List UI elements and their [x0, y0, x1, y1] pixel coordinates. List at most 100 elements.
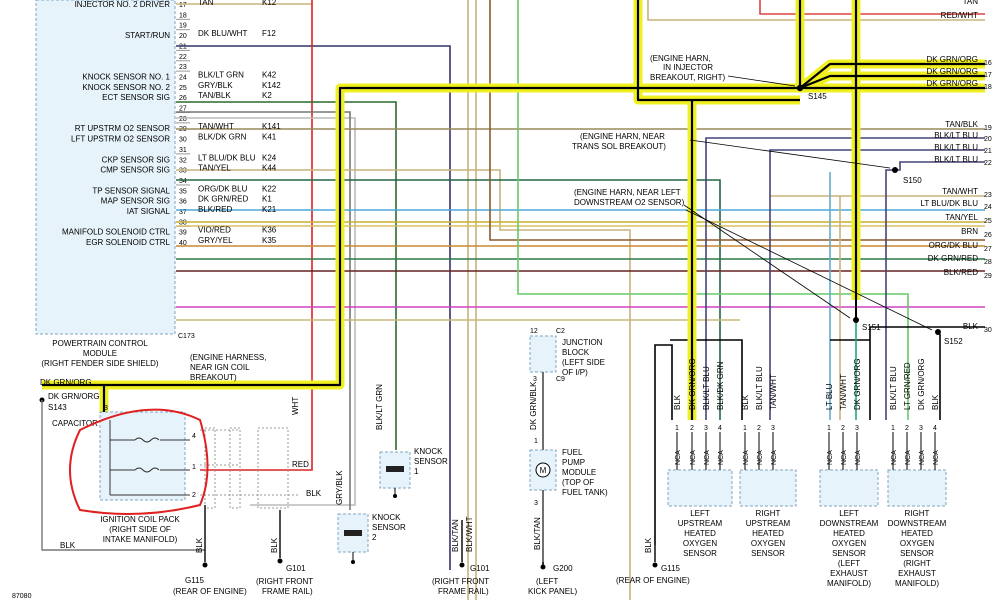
o2-4-name-5: (RIGHT: [903, 559, 931, 568]
right-wire-7: BLK/LT BLU: [934, 143, 978, 152]
o2-4-pin-2: 3: [919, 425, 923, 432]
right-pin-19: 19: [984, 125, 992, 132]
pcm-pin-label-33: CMP SENSOR SIG: [100, 166, 170, 175]
right-pin-16: 16: [984, 60, 992, 67]
coil-wire-red: RED: [292, 460, 309, 469]
o2-4-pin-3: 4: [933, 425, 937, 432]
footer-id: 87080: [12, 593, 32, 600]
pcm-pin-number-36: 36: [179, 199, 187, 206]
o2-1-pin-3: 4: [718, 425, 722, 432]
right-wire-12: BRN: [961, 227, 978, 236]
pcm-circuit-29: K141: [262, 122, 281, 131]
pcm-circuit-26: K2: [262, 91, 272, 100]
o2-1-wire-3: BLK/DK GRN: [716, 361, 725, 410]
pcm-connector-label: C173: [178, 333, 195, 340]
right-wire-11: TAN/YEL: [945, 213, 978, 222]
right-pin-24: 24: [984, 204, 992, 211]
o2-1-name-3: OXYGEN: [683, 539, 717, 548]
coil-name-1: IGNITION COIL PACK: [100, 515, 180, 524]
fp-name-1: FUEL: [562, 448, 583, 457]
splice-s145-label: S145: [808, 92, 827, 101]
coil-wire-blk2: BLK: [60, 541, 76, 550]
o2-3-name-1: DOWNSTREAM: [820, 519, 879, 528]
o2-2-pin-1: 2: [757, 425, 761, 432]
pcm-wire-color-26: TAN/BLK: [198, 91, 231, 100]
right-wire-1: RED/WHT: [941, 11, 978, 20]
splice-s145-dot: [796, 84, 804, 92]
red-circle-annotation: [69, 408, 209, 515]
ground-g101a: G101: [286, 564, 306, 573]
pcm-pin-number-37: 37: [179, 209, 187, 216]
pcm-pin-number-30: 30: [179, 137, 187, 144]
o2-sensor-box-2: [739, 469, 797, 507]
ground-g101a-loc2: FRAME RAIL): [262, 587, 313, 596]
pcm-name-3: (RIGHT FENDER SIDE SHIELD): [41, 359, 159, 368]
o2-2-name-4: SENSOR: [751, 549, 785, 558]
pcm-circuit-30: K41: [262, 133, 277, 142]
fp-pin-3: 3: [534, 500, 538, 507]
right-wire-13: ORG/DK BLU: [929, 241, 979, 250]
callout-coil-3: BREAKOUT): [190, 373, 237, 382]
o2-4-nca-1: NCA: [905, 450, 912, 465]
pcm-wire-color-40: GRY/YEL: [198, 236, 233, 245]
pcm-circuit-40: K35: [262, 236, 277, 245]
splice-s152-dot: [935, 329, 941, 335]
pcm-pin-label-26: ECT SENSOR SIG: [102, 93, 170, 102]
right-wire-10: LT BLU/DK BLU: [920, 199, 978, 208]
pcm-pin-label-25: KNOCK SENSOR NO. 2: [82, 83, 170, 92]
fp-name-5: FUEL TANK): [562, 488, 608, 497]
callout-downstream-2: DOWNSTREAM O2 SENSOR): [574, 198, 685, 207]
pcm-wire-color-36: DK GRN/RED: [198, 195, 248, 204]
pcm-pin-label-37: IAT SIGNAL: [127, 207, 171, 216]
right-wire-16: BLK: [963, 322, 979, 331]
o2-3-pin-1: 2: [841, 425, 845, 432]
knock1-name-1: KNOCK: [414, 447, 443, 456]
jb-name-1: JUNCTION: [562, 338, 603, 347]
pcm-circuit-32: K24: [262, 153, 277, 162]
pcm-pin-number-35: 35: [179, 188, 187, 195]
fuel-pump-circuit: 12 C2 3 C9 JUNCTION BLOCK (LEFT SIDE OF …: [529, 328, 608, 565]
callout-trans-1: (ENGINE HARN, NEAR: [580, 132, 665, 141]
o2-2-nca-0: NCA: [743, 450, 750, 465]
callout-coil-1: (ENGINE HARNESS,: [190, 353, 266, 362]
ground-g101b-loc1: (RIGHT FRONT: [432, 577, 489, 586]
pcm-circuit-33: K44: [262, 164, 277, 173]
o2-3-name-5: (LEFT: [838, 559, 860, 568]
o2-2-name-3: OXYGEN: [751, 539, 785, 548]
right-wire-2: DK GRN/ORG: [926, 55, 978, 64]
ignition-coil-pack: DK GRN/ORG DK GRN/ORG WHT RED BLK BLK CA…: [40, 378, 322, 551]
callout-injector-2: IN INJECTOR: [663, 63, 713, 72]
grounds: BLK BLK BLK/TAN BLK/WHT BLK G115 (REAR O…: [12, 505, 690, 600]
pcm-circuit-35: K22: [262, 184, 277, 193]
jb-connector-c2: C2: [556, 328, 565, 335]
o2-4-wire-2: DK GRN/ORG: [917, 358, 926, 410]
fp-name-3: MODULE: [562, 468, 596, 477]
pcm-pin-number-38: 38: [179, 219, 187, 226]
knock-sensor-2: GRY/BLK KNOCK SENSOR 2: [335, 470, 406, 564]
pcm-pin-number-31: 31: [179, 147, 187, 154]
splices: S145 S150 S151 S152 S143: [39, 84, 963, 412]
pcm-pin-number-18: 18: [179, 12, 187, 19]
ground-g200-loc2: KICK PANEL): [528, 587, 578, 596]
pcm-pin-number-19: 19: [179, 23, 187, 30]
o2-3-wire-1: TAN/WHT: [839, 374, 848, 410]
callout-trans-2: TRANS SOL BREAKOUT): [572, 142, 666, 151]
o2-1-pin-2: 3: [704, 425, 708, 432]
fp-pin-1: 1: [534, 438, 538, 445]
pcm-circuit-25: K142: [262, 81, 281, 90]
o2-4-nca-0: NCA: [891, 450, 898, 465]
jb-pin-12: 12: [530, 328, 538, 335]
coil-capacitor-label: CAPACITOR: [52, 419, 98, 428]
coil-name-2: (RIGHT SIDE OF: [109, 525, 171, 534]
o2-4-name-1: DOWNSTREAM: [888, 519, 947, 528]
pcm-circuit-24: K42: [262, 70, 277, 79]
o2-3-name-4: SENSOR: [832, 549, 866, 558]
right-wire-5: TAN/BLK: [945, 120, 978, 129]
coil-pin-3: 3: [104, 405, 108, 412]
pcm-pin-number-23: 23: [179, 64, 187, 71]
splice-s151-dot: [853, 317, 859, 323]
o2-4-nca-3: NCA: [933, 450, 940, 465]
o2-1-pin-1: 2: [690, 425, 694, 432]
